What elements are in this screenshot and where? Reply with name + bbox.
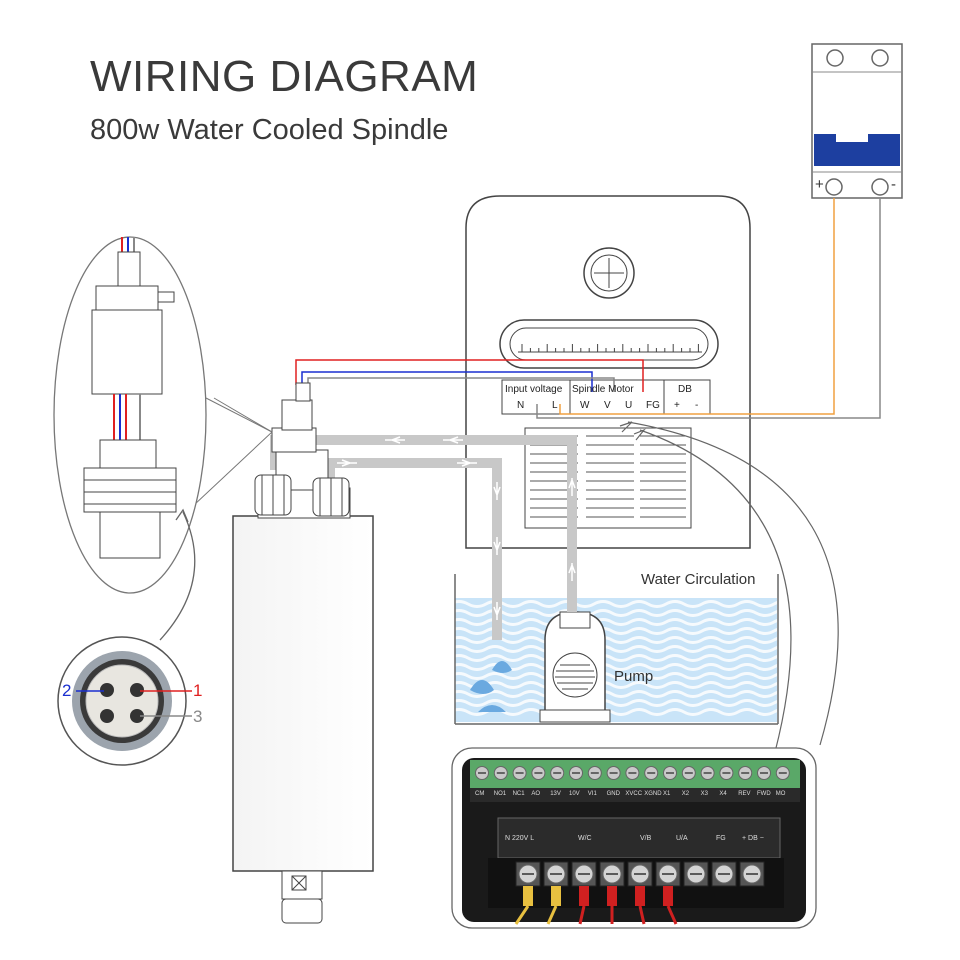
db-label: DB xyxy=(678,384,692,395)
water-pump xyxy=(539,611,611,723)
photo-control-terminal-label: REV xyxy=(738,791,751,797)
connector-zoom xyxy=(53,236,273,641)
terminal-photo xyxy=(451,747,817,929)
input-voltage-label: Input voltage xyxy=(505,384,563,395)
terminal-db-minus: - xyxy=(695,400,699,411)
spindle-motor xyxy=(232,382,374,924)
spindle-motor-label: Spindle Motor xyxy=(572,384,634,395)
page-subtitle: 800w Water Cooled Spindle xyxy=(90,114,449,146)
photo-power-terminal-label: V/B xyxy=(640,835,652,842)
photo-control-terminal-label: XVCC xyxy=(625,791,643,797)
flow-arrows xyxy=(337,436,576,620)
connector-pin-face xyxy=(57,636,192,766)
breaker-minus-label: - xyxy=(891,176,896,193)
photo-power-terminal-label: FG xyxy=(716,835,726,842)
pin-3-label: 3 xyxy=(193,707,203,726)
pin-1-label: 1 xyxy=(193,681,203,700)
photo-power-terminal-label: U/A xyxy=(676,835,688,842)
terminal-fg: FG xyxy=(646,400,660,411)
photo-control-terminal-label: CM xyxy=(475,791,485,797)
terminal-n: N xyxy=(517,400,525,411)
photo-control-terminal-label: AO xyxy=(531,791,541,797)
water-tank xyxy=(454,574,779,725)
photo-control-terminal-label: X3 xyxy=(700,791,708,797)
terminal-u: U xyxy=(625,400,633,411)
photo-control-terminal-label: NC1 xyxy=(512,791,525,797)
pin-2-label: 2 xyxy=(62,681,72,700)
photo-power-terminal-label: N 220V L xyxy=(505,835,535,842)
terminal-l: L xyxy=(552,400,558,411)
photo-control-terminal-label: NO1 xyxy=(493,791,507,797)
terminal-w: W xyxy=(580,400,590,411)
breaker-plus-label: + xyxy=(815,176,824,193)
photo-control-terminal-label: MO xyxy=(775,791,786,797)
water-circulation-label: Water Circulation xyxy=(641,571,756,588)
photo-control-terminal-label: XGND xyxy=(644,791,662,797)
terminal-v: V xyxy=(604,400,611,411)
callout-arrows xyxy=(619,421,839,753)
photo-control-terminal-label: X1 xyxy=(663,791,671,797)
photo-control-terminal-label: 13V xyxy=(550,791,561,797)
photo-control-terminal-label: 10V xyxy=(569,791,580,797)
photo-power-terminal-label: + DB − xyxy=(742,835,764,842)
photo-power-terminal-label: W/C xyxy=(578,835,592,842)
page-title: WIRING DIAGRAM xyxy=(90,52,479,101)
terminal-db-plus: + xyxy=(674,400,680,411)
photo-control-terminal-label: VI1 xyxy=(587,791,597,797)
circuit-breaker xyxy=(811,43,903,199)
inverter-body xyxy=(465,195,751,549)
photo-control-terminal-label: X4 xyxy=(719,791,727,797)
wires xyxy=(295,198,881,419)
photo-control-terminal-label: X2 xyxy=(681,791,690,797)
photo-control-terminal-label: GND xyxy=(606,791,620,797)
pump-label: Pump xyxy=(614,668,654,685)
photo-control-terminal-label: FWD xyxy=(757,791,771,797)
